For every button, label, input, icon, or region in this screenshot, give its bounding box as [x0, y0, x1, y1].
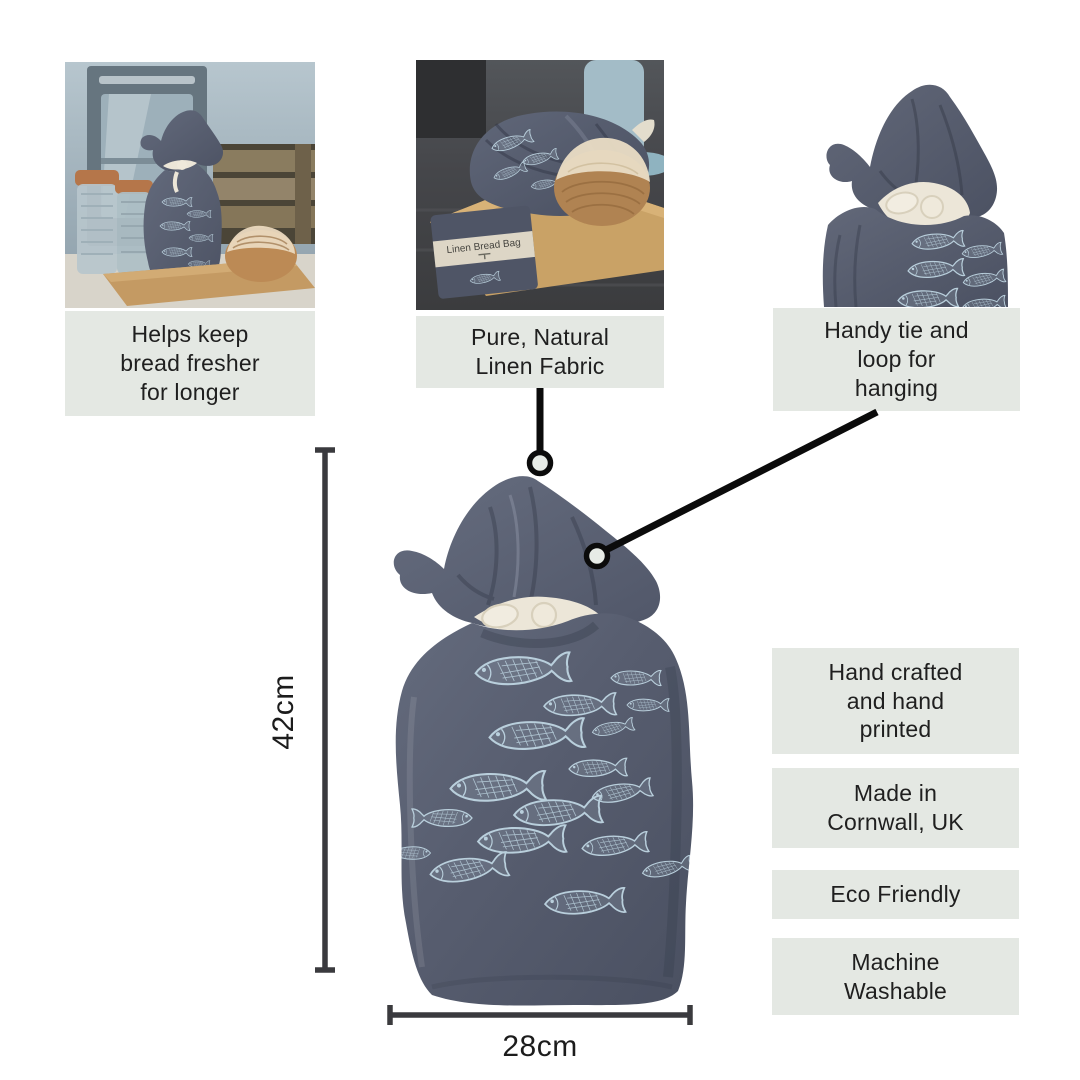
- caption-linen-panel: Pure, Natural Linen Fabric: [416, 316, 664, 388]
- kitchen-board-and-loaf: [103, 225, 315, 306]
- mini-bread-bag: [140, 110, 229, 288]
- badge-machine-washable-text: Machine Washable: [843, 948, 948, 1004]
- hanging-loop: [632, 119, 655, 142]
- background-shadow: [416, 60, 486, 138]
- closeup-folds: [833, 224, 862, 307]
- badge-made-in-cornwall: Made in Cornwall, UK: [772, 768, 1019, 848]
- bag-gathered-top: [393, 476, 661, 630]
- caption-tie-panel: Handy tie and loop for hanging: [773, 308, 1020, 411]
- height-dimension-icon: [315, 447, 335, 973]
- badge-hand-crafted-text: Hand crafted and hand printed: [828, 658, 963, 743]
- kitchen-jars: [75, 170, 153, 274]
- height-dimension-label: 42cm: [267, 674, 300, 750]
- caption-fresh-panel: Helps keep bread fresher for longer: [65, 311, 315, 416]
- bread-loaf: [554, 137, 650, 226]
- photo-tie-closeup: [822, 84, 1008, 307]
- badge-eco-friendly: Eco Friendly: [772, 870, 1019, 919]
- folded-bag-packet: Linen Bread Bag: [430, 205, 538, 299]
- width-dimension-label: 28cm: [502, 1030, 578, 1063]
- kitchen-crate: [213, 144, 315, 244]
- caption-linen-text: Pure, Natural Linen Fabric: [470, 324, 610, 379]
- badge-machine-washable: Machine Washable: [772, 938, 1019, 1015]
- caption-fresh-text: Helps keep bread fresher for longer: [120, 321, 260, 405]
- product-photo-main: [393, 476, 694, 1006]
- badge-eco-friendly-text: Eco Friendly: [830, 881, 961, 908]
- caption-tie-text: Handy tie and loop for hanging: [824, 317, 969, 401]
- badge-hand-crafted: Hand crafted and hand printed: [772, 648, 1019, 754]
- badge-made-in-cornwall-text: Made in Cornwall, UK: [827, 780, 964, 835]
- photo-wrapped-loaf: Linen Bread Bag: [416, 60, 664, 310]
- photo-kitchen-scene: [65, 62, 315, 308]
- bag-shading: [406, 621, 682, 990]
